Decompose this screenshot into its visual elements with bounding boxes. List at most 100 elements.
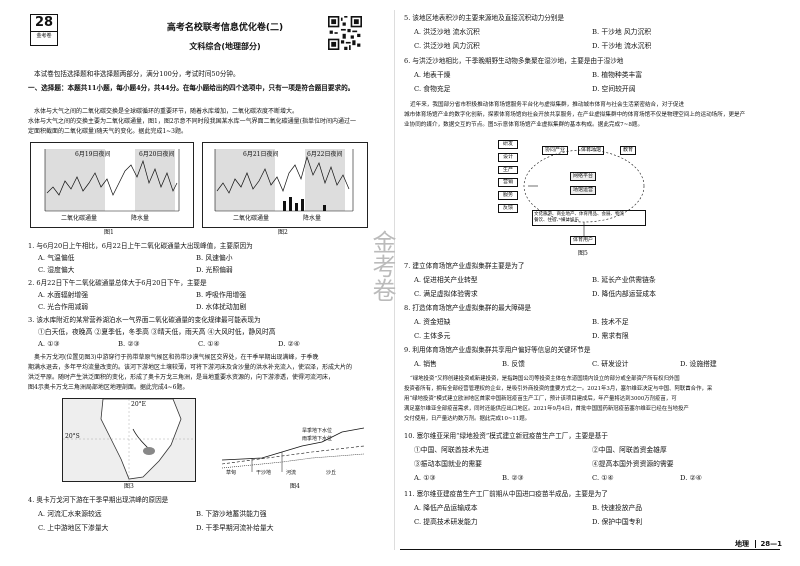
q11-option-d[interactable]: D. 保护中国专利: [592, 518, 643, 526]
q8-option-c[interactable]: C. 主体多元: [414, 332, 451, 340]
q10-option-a[interactable]: A. ①③: [414, 474, 436, 482]
q1-option-a[interactable]: A. 气温偏低: [38, 254, 75, 262]
q2-option-b[interactable]: B. 呼吸作用增强: [196, 291, 247, 299]
q7-option-a[interactable]: A. 促进相关产业转型: [414, 276, 478, 284]
q2-option-c[interactable]: C. 光合作用减弱: [38, 303, 89, 311]
industries-line1: 文化旅游、商业地产、体育用品、会展、物流: [534, 212, 624, 217]
map-drawing: [63, 398, 195, 481]
passage4-line3: 用“绿地投资”模式建立欧洲地区首家中国新冠疫苗生产工厂，预计该项目建成后，年产量…: [404, 396, 677, 402]
q3-option-a[interactable]: A. ①③: [38, 340, 60, 348]
passage1-line3: 定面积截面的二氧化碳量)随天气的变化。据此完成1~3题。: [28, 128, 188, 135]
q10-item-4: ④提高本国外资资源的需要: [592, 460, 674, 468]
passage4-line1: “绿地投资”又称创建投资或新建投资，是指跨国公司等投资主体在东道国境内设立的部分…: [410, 376, 680, 382]
fig4-caption: 图4: [290, 483, 300, 490]
stage-marketing: 营销: [498, 178, 518, 187]
fig2-caption: 图2: [278, 229, 288, 236]
q6-option-d[interactable]: D. 空间较开阔: [592, 85, 636, 93]
industries-line2: 餐饮、住宿、媒体娱乐: [534, 218, 579, 224]
figure-4-profile: 旱季地下水位 雨季地下水位 草甸 干沙地 河流 沙丘: [221, 412, 365, 480]
box-venue: 体育场馆: [578, 146, 605, 155]
q1-option-b[interactable]: B. 风速偏小: [196, 254, 233, 262]
q10-stem: 10. 塞尔维亚采用“绿地投资”模式建立新冠疫苗生产工厂，主要是基于: [404, 432, 608, 440]
q9-option-c[interactable]: C. 研发设计: [592, 360, 629, 368]
q1-stem: 1. 与6月20日上午相比，6月22日上午二氧化碳通量大出现峰值，主要原因为: [28, 242, 253, 250]
passage4-line4: 满足塞尔维亚全部疫苗需求，同时还能供应出口地区。2021年9月4日，首批中国国药…: [404, 406, 689, 412]
q2-option-d[interactable]: D. 水体扰动加剧: [196, 303, 247, 311]
q10-option-c[interactable]: C. ①④: [592, 474, 614, 482]
box-industries: 文化旅游、商业地产、体育用品、会展、物流 餐饮、住宿、媒体娱乐: [532, 210, 646, 227]
q4-option-b[interactable]: B. 下游沙地蓄洪能力强: [196, 510, 267, 518]
q6-option-b[interactable]: B. 植物种类丰富: [592, 71, 643, 79]
q9-option-b[interactable]: B. 反馈: [502, 360, 525, 368]
q5-option-d[interactable]: D. 干沙地 流水沉积: [592, 42, 652, 50]
profile-water-dry: 旱季地下水位: [302, 428, 333, 434]
co2-flux-line-1: [46, 159, 178, 196]
figure-1-plot: [44, 149, 180, 212]
footer-page: 28—1: [755, 540, 783, 548]
q2-stem: 2. 6月22日下午二氧化碳通量总体大于6月20日下午，主要是: [28, 279, 207, 287]
paper-subtitle: 文科综合(地理部分): [189, 42, 261, 51]
fig1-legend-a: 二氧化碳通量: [61, 215, 98, 222]
q5-option-c[interactable]: C. 洪泛沙地 风力沉积: [414, 42, 480, 50]
q5-option-a[interactable]: A. 洪泛沙地 流水沉积: [414, 28, 480, 36]
q11-option-c[interactable]: C. 提高技术研发能力: [414, 518, 478, 526]
passage3-line1: 近年来，我国部分省市积极推动体育场馆服务平台化与虚拟集群，推动城市体育与社会生活…: [410, 102, 685, 108]
stage-research: 研发: [498, 140, 518, 149]
figure-2-plot: [214, 149, 354, 212]
q3-option-d[interactable]: D. ②④: [278, 340, 300, 348]
footer-rule: [400, 549, 780, 550]
q9-option-d[interactable]: D. 设施搭建: [680, 360, 717, 368]
q8-option-a[interactable]: A. 资金短缺: [414, 318, 451, 326]
co2-flux-line-2: [216, 155, 350, 194]
fig2-legend-b: 降水量: [303, 215, 322, 222]
q10-option-d[interactable]: D. ②④: [680, 474, 702, 482]
stage-production: 生产: [498, 165, 518, 175]
fig3-caption: 图3: [124, 483, 134, 490]
figure-1: 6月19日夜间 6月20日夜间 二氧化碳通量 降水量: [30, 142, 194, 228]
q7-option-c[interactable]: C. 满足虚拟体验需求: [414, 290, 478, 298]
section-heading: 一、选择题：本题共11小题，每小题4分，共44分。在每小题给出的四个选项中，只有…: [28, 84, 355, 92]
footer-subject: 地理: [735, 540, 749, 548]
q3-option-b[interactable]: B. ②③: [118, 340, 140, 348]
exam-note: 本试卷包括选择题和非选择题两部分，满分100分，考试时间50分钟。: [34, 70, 240, 78]
q6-option-a[interactable]: A. 地表干燥: [414, 71, 451, 79]
q4-option-d[interactable]: D. 干季早期河流补给量大: [196, 524, 274, 532]
passage4-line5: 交付使用，日产量达约数万剂。据此完成10~11题。: [404, 416, 531, 422]
q4-option-c[interactable]: C. 上中游地区下渗量大: [38, 524, 109, 532]
stage-design: 设计: [498, 152, 518, 162]
q3-option-c[interactable]: C. ①④: [198, 340, 220, 348]
profile-label-4: 沙丘: [326, 470, 337, 476]
passage2-line4: 图4示奥卡万戈三角洲局部地区地理剖面。据此完成4~6题。: [28, 384, 189, 391]
q4-option-a[interactable]: A. 河流汇水来源较远: [38, 510, 102, 518]
q7-option-d[interactable]: D. 降低内部运营成本: [592, 290, 656, 298]
q3-items: ①白天低，夜晚高 ②夏季低，冬季高 ③晴天低，雨天高 ④大风时低，静风时高: [38, 328, 276, 336]
q11-option-a[interactable]: A. 降低产品运输成本: [414, 504, 478, 512]
q11-option-b[interactable]: B. 快速投放产品: [592, 504, 643, 512]
figure-3-map: 20°S 20°E: [62, 398, 196, 482]
q10-option-b[interactable]: B. ②③: [502, 474, 524, 482]
qr-code-icon: [328, 16, 362, 50]
q9-stem: 9. 利用体育场馆产业虚拟集群共享用户偏好等信息的关键环节是: [404, 346, 591, 354]
profile-label-3: 河流: [286, 470, 297, 476]
q6-stem: 6. 与洪泛沙地相比，干季晚期野生动物多集聚在湿沙地，主要是由于湿沙地: [404, 57, 624, 65]
box-network-platform: 网络平台: [570, 172, 597, 181]
q5-option-b[interactable]: B. 干沙地 风力沉积: [592, 28, 652, 36]
diagram-stage-list: 研发 设计 生产 营销 服务 反馈: [498, 140, 518, 213]
profile-drawing: [221, 427, 365, 472]
fig1-label-a: 6月19日夜间: [75, 151, 111, 158]
passage2-line1: 奥卡万戈河(位置见图3)中游穿行于热带草原气候区和热带沙漠气候区交界处，在干季早…: [34, 354, 319, 361]
q9-option-a[interactable]: A. 销售: [414, 360, 437, 368]
q10-item-2: ②中国、阿联酋资金雄厚: [592, 446, 667, 454]
passage3-line2: 城市体育场馆产业的数字化创新，探索体育场馆向社会开放共享服务，在产业虚拟集群中的…: [404, 112, 746, 118]
q2-option-a[interactable]: A. 水面辐射增强: [38, 291, 89, 299]
q7-option-b[interactable]: B. 延长产业供需链条: [592, 276, 656, 284]
q6-option-c[interactable]: C. 食物充足: [414, 85, 451, 93]
stage-feedback: 反馈: [498, 203, 518, 213]
q1-option-c[interactable]: C. 湿度偏大: [38, 266, 75, 274]
q8-option-b[interactable]: B. 技术不足: [592, 318, 629, 326]
q8-option-d[interactable]: D. 需求有限: [592, 332, 629, 340]
box-education: 教育: [620, 146, 637, 155]
figure-2: 6月21日夜间 6月22日夜间 二氧化碳通量 降水量: [202, 142, 368, 228]
box-cooperative: 协同产业: [542, 146, 569, 155]
q1-option-d[interactable]: D. 光照偏弱: [196, 266, 233, 274]
